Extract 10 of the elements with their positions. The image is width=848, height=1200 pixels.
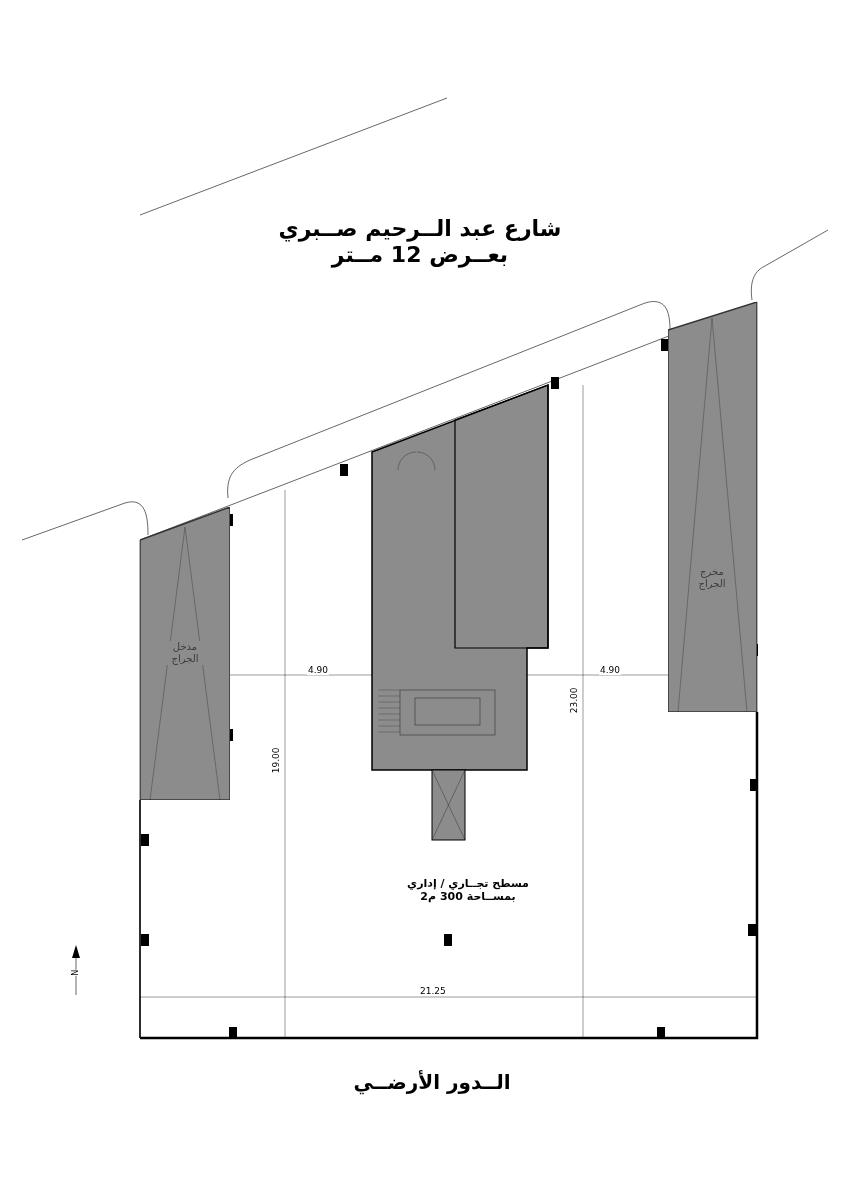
caption: الــدور الأرضــي: [353, 1070, 511, 1094]
dimension-label: 21.25: [419, 985, 447, 997]
title: شارع عبد الــرحيم صــبري بعــرض 12 مــتر: [277, 215, 563, 269]
ramp-label: مدخل الجراج: [165, 641, 205, 665]
dimension-label: 4.90: [307, 664, 330, 676]
ramp-box: [140, 507, 230, 800]
area-label: مسطح تجــاري / إداري بمســاحة 300 م2: [406, 877, 530, 904]
dimension-label: 4.90: [599, 664, 622, 676]
ramp-box: [668, 302, 757, 712]
north-label: N: [71, 969, 81, 976]
